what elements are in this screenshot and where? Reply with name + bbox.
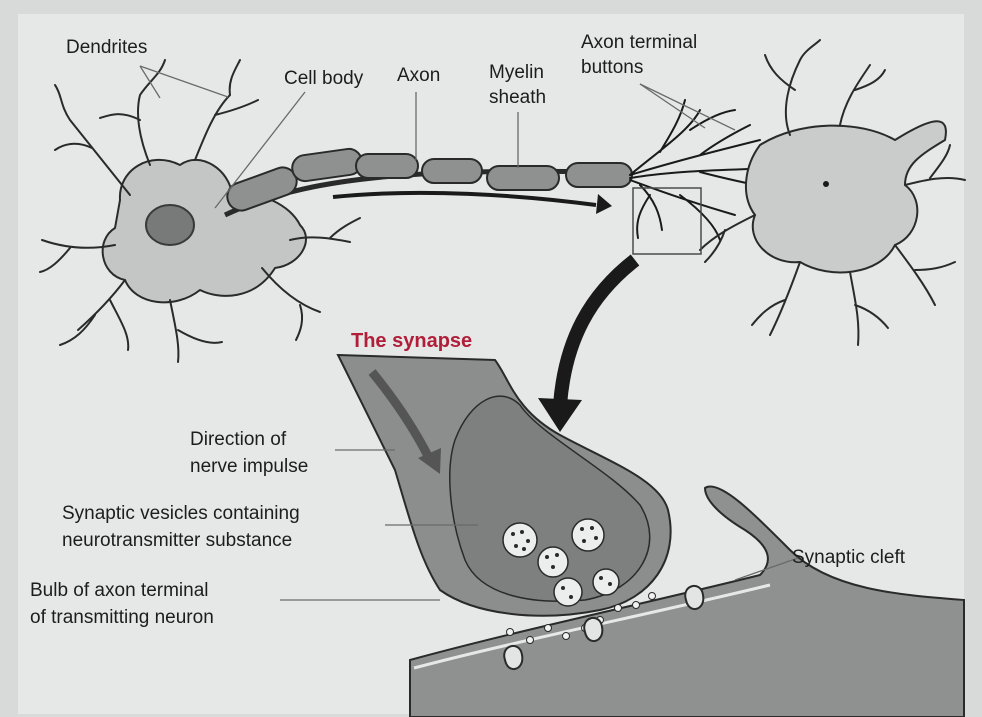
vesicles-label-line2: neurotransmitter substance bbox=[62, 529, 292, 552]
axon-label: Axon bbox=[397, 64, 440, 87]
myelin-label-line1: Myelin bbox=[489, 61, 544, 84]
direction-label-line1: Direction of bbox=[190, 428, 286, 451]
nucleus bbox=[146, 205, 194, 245]
cell-body-label: Cell body bbox=[284, 67, 363, 90]
myelin-segment bbox=[422, 159, 482, 183]
dendrites-label: Dendrites bbox=[66, 36, 147, 59]
axon-terminal-label-line1: Axon terminal bbox=[581, 31, 697, 54]
myelin-segment bbox=[566, 163, 632, 187]
direction-label-line2: nerve impulse bbox=[190, 455, 308, 478]
axon-terminal-label-line2: buttons bbox=[581, 56, 643, 79]
myelin-segment bbox=[487, 166, 559, 190]
synapse-title: The synapse bbox=[351, 330, 472, 353]
synaptic-cleft-label: Synaptic cleft bbox=[792, 546, 905, 569]
myelin-label-line2: sheath bbox=[489, 86, 546, 109]
myelin-segment bbox=[356, 154, 418, 178]
bulb-label-line2: of transmitting neuron bbox=[30, 606, 214, 629]
vesicles-label-line1: Synaptic vesicles containing bbox=[62, 502, 300, 525]
bulb-label-line1: Bulb of axon terminal bbox=[30, 579, 209, 602]
